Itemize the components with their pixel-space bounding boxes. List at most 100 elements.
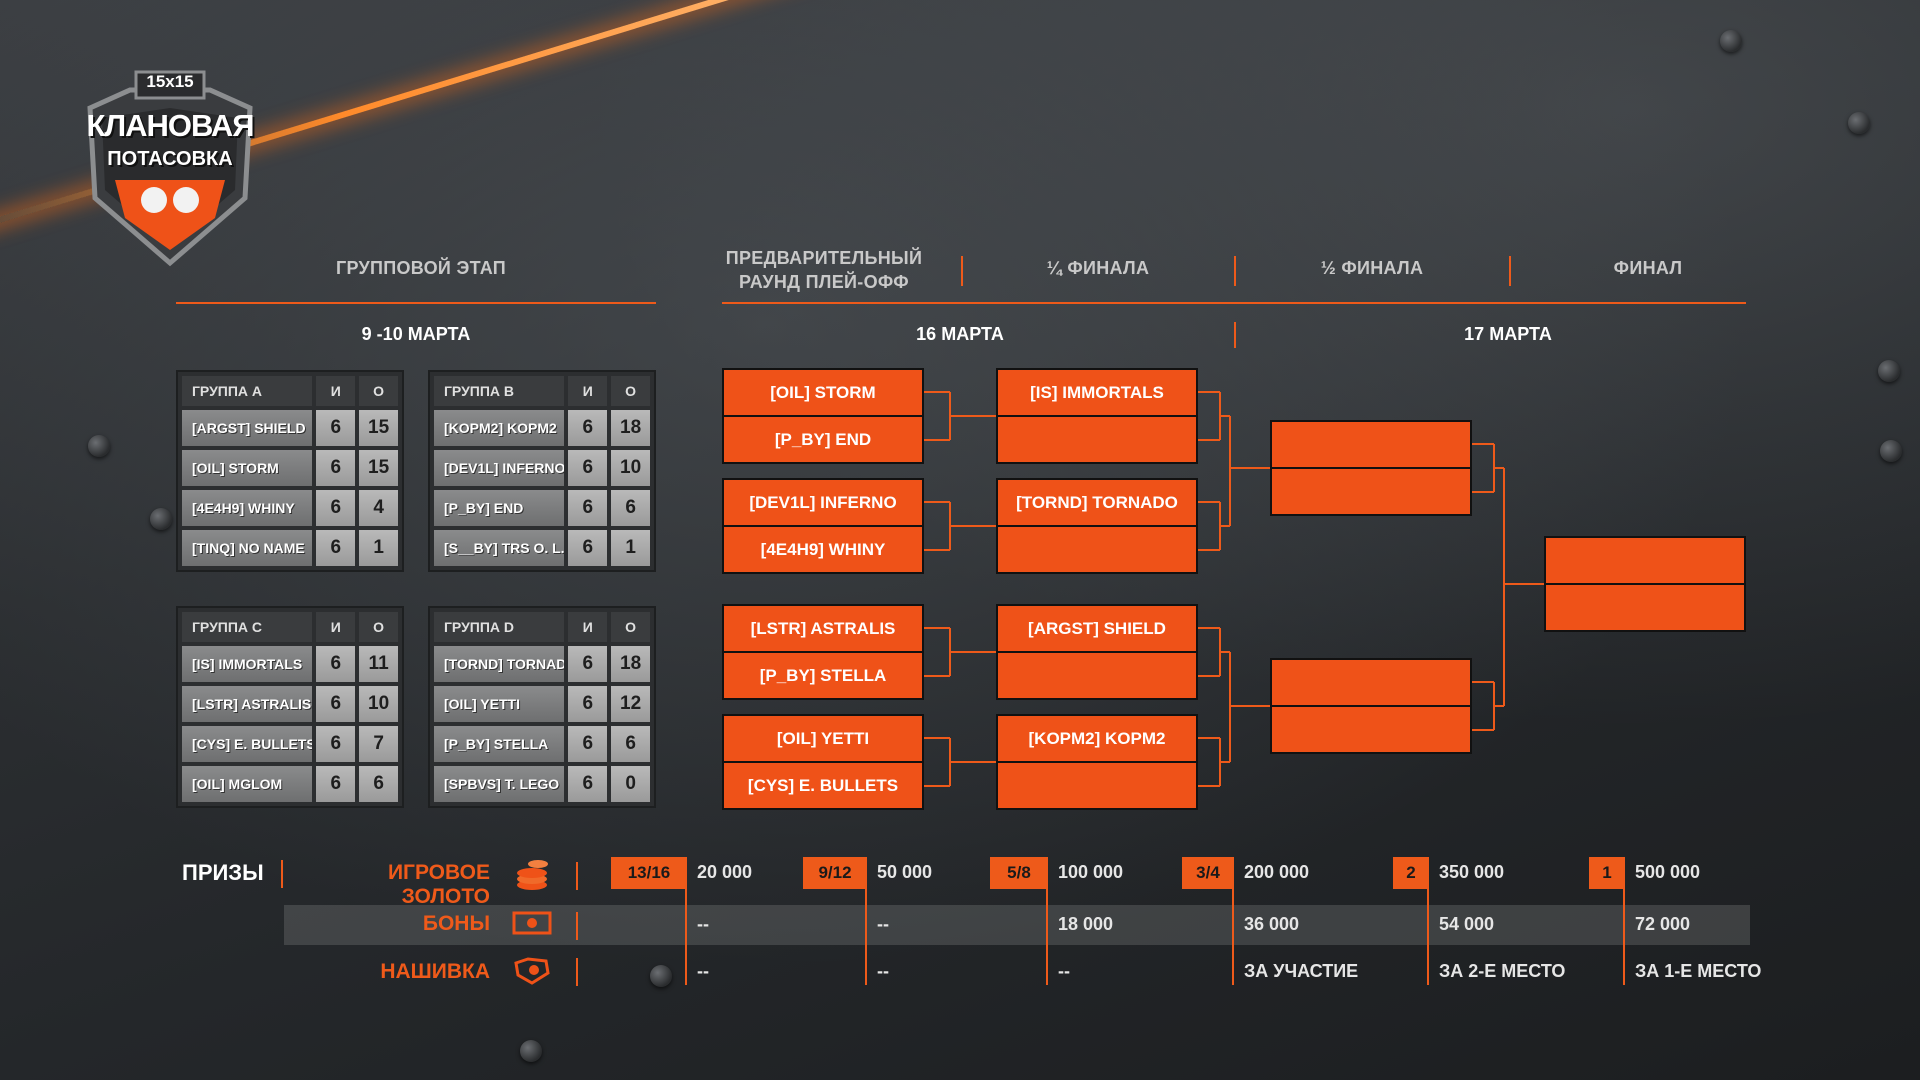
group-name: ГРУППА B	[434, 376, 565, 406]
bracket-slot: [P_BY] STELLA	[724, 653, 922, 698]
tier-patch: ЗА 2-Е МЕСТО	[1439, 961, 1566, 981]
tier-divider	[1046, 889, 1048, 985]
games-played: 6	[316, 646, 356, 682]
games-played: 6	[568, 490, 608, 526]
bracket-slot: [ARGST] SHIELD	[998, 606, 1196, 651]
bracket-slot	[1272, 422, 1470, 467]
bracket-slot	[1546, 538, 1744, 583]
games-played: 6	[568, 686, 608, 722]
points: 6	[611, 726, 651, 762]
team-name: [CYS] E. BULLETS	[182, 726, 313, 762]
bracket-slot	[1546, 585, 1744, 630]
points-column-header: О	[359, 376, 399, 406]
team-name: [P_BY] END	[434, 490, 565, 526]
points: 18	[611, 410, 651, 446]
tier-divider	[1232, 889, 1234, 985]
games-played: 6	[568, 766, 608, 802]
match-semi	[1270, 420, 1472, 516]
bracket-slot	[998, 417, 1196, 462]
points: 15	[359, 410, 399, 446]
match-quarter: [IS] IMMORTALS	[996, 368, 1198, 464]
points-column-header: О	[359, 612, 399, 642]
bracket-slot: [LSTR] ASTRALIS	[724, 606, 922, 651]
team-name: [OIL] MGLOM	[182, 766, 313, 802]
team-name: [KOPM2] KOPM2	[434, 410, 565, 446]
points: 6	[611, 490, 651, 526]
stage-quarter-header: ¼ ФИНАЛА	[1046, 258, 1150, 278]
team-name: [DEV1L] INFERNO	[434, 450, 565, 486]
rivet-decoration	[520, 1040, 542, 1062]
points: 12	[611, 686, 651, 722]
bonds-label: БОНЫ	[422, 912, 490, 935]
games-played: 6	[316, 530, 356, 566]
match-quarter: [KOPM2] KOPM2	[996, 714, 1198, 810]
points: 4	[359, 490, 399, 526]
tier-gold: 350 000	[1439, 862, 1505, 882]
tier-place-badge: 3/4	[1182, 857, 1234, 889]
bracket-slot: [4E4H9] WHINY	[724, 527, 922, 572]
tier-gold: 50 000	[877, 862, 933, 882]
tier-patch: --	[697, 961, 709, 981]
bonds-row-band	[284, 905, 1750, 945]
points: 10	[611, 450, 651, 486]
banknote-icon	[512, 910, 552, 941]
points-column-header: О	[611, 376, 651, 406]
stage-group-header: ГРУППОВОЙ ЭТАП	[335, 258, 507, 278]
games-played: 6	[316, 726, 356, 762]
tier-gold: 200 000	[1244, 862, 1310, 882]
bracket-slot: [IS] IMMORTALS	[998, 370, 1196, 415]
logo-title-line2: ПОТАСОВКА	[107, 148, 233, 170]
points: 18	[611, 646, 651, 682]
points: 0	[611, 766, 651, 802]
tier-place-badge: 9/12	[803, 857, 867, 889]
match-semi	[1270, 658, 1472, 754]
bracket-slot	[1272, 469, 1470, 514]
rivet-decoration	[1878, 360, 1900, 382]
team-name: [4E4H9] WHINY	[182, 490, 313, 526]
bracket-slot: [CYS] E. BULLETS	[724, 763, 922, 808]
points: 7	[359, 726, 399, 762]
stage-prelim-line2: РАУНД ПЛЕЙ-ОФФ	[739, 272, 909, 292]
header-divider	[961, 256, 963, 286]
date-16: 16 МАРТА	[916, 324, 1004, 344]
bracket-slot: [OIL] YETTI	[724, 716, 922, 761]
logo-title-line1: КЛАНОВАЯ	[86, 108, 254, 143]
group-name: ГРУППА D	[434, 612, 565, 642]
tier-gold: 500 000	[1635, 862, 1701, 882]
header-divider	[1509, 256, 1511, 286]
team-name: [TINQ] NO NAME	[182, 530, 313, 566]
games-played: 6	[568, 530, 608, 566]
games-played: 6	[568, 410, 608, 446]
match-prelim: [DEV1L] INFERNO[4E4H9] WHINY	[722, 478, 924, 574]
points-column-header: О	[611, 612, 651, 642]
tier-patch: --	[877, 961, 889, 981]
patch-label: НАШИВКА	[380, 960, 490, 983]
tier-gold: 100 000	[1058, 862, 1124, 882]
group-header-line	[176, 302, 656, 304]
bracket-slot: [OIL] STORM	[724, 370, 922, 415]
team-name: [TORND] TORNADO	[434, 646, 565, 682]
tier-place-badge: 13/16	[611, 857, 687, 889]
logo-format: 15x15	[146, 72, 194, 91]
tier-bonds: 18 000	[1058, 914, 1114, 934]
games-column-header: И	[316, 612, 356, 642]
bracket-slot: [KOPM2] KOPM2	[998, 716, 1196, 761]
team-name: [ARGST] SHIELD	[182, 410, 313, 446]
tier-bonds: 54 000	[1439, 914, 1495, 934]
